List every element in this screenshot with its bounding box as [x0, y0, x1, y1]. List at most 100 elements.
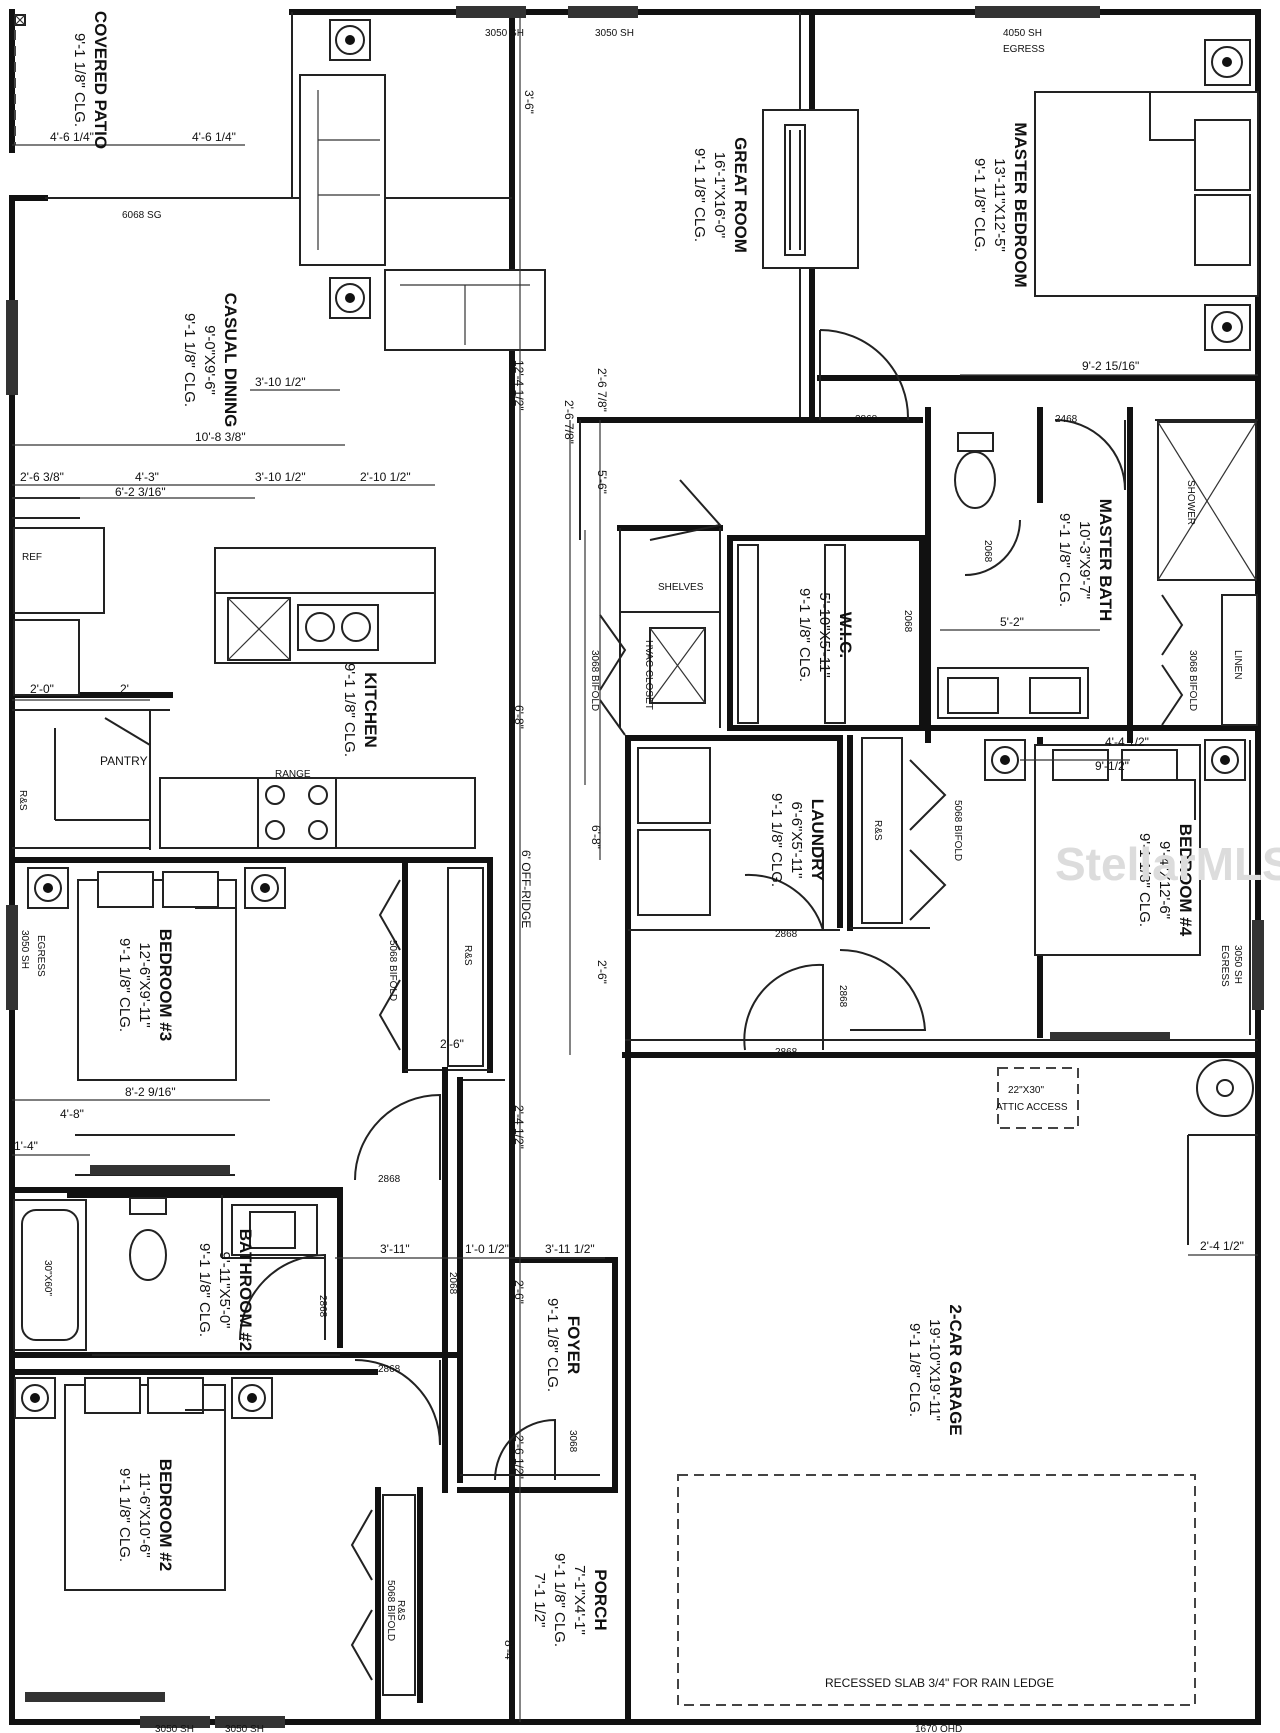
range-label: RANGE [275, 769, 311, 780]
door-great-label: 2868 [855, 414, 878, 425]
bed-bedroom2 [64, 1384, 226, 1591]
linen-shelf [1221, 594, 1258, 726]
ceiling-fan-icon [984, 739, 1026, 781]
ceiling-fan-icon [244, 867, 286, 909]
sliding-door-label: 6068 SG [122, 210, 162, 221]
attic-label: ATTIC ACCESS [996, 1102, 1068, 1113]
master-egress: EGRESS [1003, 44, 1045, 55]
shelves-label: SHELVES [658, 582, 704, 593]
master-bedroom-name: MASTER BEDROOM [1011, 122, 1030, 287]
windows [6, 6, 1264, 1728]
dim-label: 6'-2 3/16" [115, 485, 166, 499]
closet-shelf [382, 1494, 416, 1696]
bedroom3-name: BEDROOM #3 [156, 929, 175, 1041]
wic-size: 5'-10"X5'-11" [816, 592, 833, 677]
bedroom4-clg: 9'-1 1/8" CLG. [1136, 833, 1153, 927]
dim-label: 3'-11 1/2" [545, 1242, 595, 1256]
kitchen-clg: 9'-1 1/8" CLG. [341, 663, 358, 757]
ceiling-fan-icon [329, 19, 371, 61]
door-bd3-label: 2868 [378, 1174, 401, 1185]
hvac-label: HVAC CLOSET [643, 640, 654, 710]
pillow [1052, 749, 1109, 781]
dim-label: 4'-6 1/4" [192, 130, 236, 144]
dim-label: 3'-11" [380, 1242, 410, 1256]
dim-label: 6'-8" [512, 705, 526, 729]
sofa-left [299, 74, 386, 266]
rs-label-pantry: R&S [17, 790, 28, 811]
master-bedroom-size: 13'-11"X12'-5" [991, 158, 1008, 252]
dim-label: 2'-4 1/2" [512, 1105, 526, 1149]
ref-label: REF [22, 552, 42, 563]
burner [265, 820, 285, 840]
porch-name: PORCH [591, 1569, 610, 1630]
dryer [637, 829, 711, 916]
laundry-clg: 9'-1 1/8" CLG. [768, 793, 785, 887]
pillow [84, 1377, 141, 1414]
small-labels: PANTRY REF SHELVES LINEN HVAC CLOSET SHO… [17, 44, 1280, 1690]
pillow [1194, 119, 1251, 191]
garage-door-label: 1670 OHD [915, 1724, 962, 1733]
window-top-1 [456, 6, 526, 18]
dim-label: 2'-6" [440, 1037, 464, 1051]
dim-label: 10'-8 3/8" [195, 430, 246, 444]
rs-label-bd3: R&S [462, 945, 473, 966]
pillow [97, 871, 154, 908]
dim-label: 1'-0 1/2" [465, 1242, 509, 1256]
sink-bowl [305, 612, 335, 642]
wic-shelf [824, 544, 846, 724]
dim-label: 1'-4" [14, 1139, 38, 1153]
dimension-text: 4'-6 1/4" 4'-6 1/4" 3'-10 1/2" 10'-8 3/8… [14, 90, 1244, 1664]
bathroom2-clg: 9'-1 1/8" CLG. [196, 1243, 213, 1337]
fireplace [784, 124, 806, 256]
ceiling-fan-icon [231, 1377, 273, 1419]
watermark: StellarMLS [1055, 838, 1280, 890]
master-bath-clg: 9'-1 1/8" CLG. [1056, 513, 1073, 607]
toilet [129, 1229, 167, 1281]
dining-clg: 9'-1 1/8" CLG. [181, 313, 198, 407]
dim-label: 4'-6 1/4" [50, 130, 94, 144]
door-hall-label: 2868 [837, 985, 848, 1008]
ceiling-fans [14, 19, 1251, 1419]
laundry-size: 6'-6"X5'-11" [788, 802, 805, 879]
door-pocket-label: 2068 [447, 1272, 458, 1295]
burner [308, 785, 328, 805]
garage-name: 2-CAR GARAGE [946, 1304, 965, 1435]
dim-label: 2'-6" [595, 960, 609, 984]
dim-label: 3'-6" [522, 90, 536, 114]
dim-label: 4'-4 1/2" [1105, 735, 1149, 749]
window-master [975, 6, 1100, 18]
dim-label: 3'-10 1/2" [255, 470, 306, 484]
threshold [1050, 1032, 1170, 1040]
pillow [162, 871, 219, 908]
sink [947, 677, 999, 714]
shower-label: SHOWER [1185, 480, 1196, 525]
bathtub-basin [21, 1209, 79, 1341]
dining-name: CASUAL DINING [221, 293, 240, 428]
window-bottom-1 [140, 1716, 210, 1728]
bedroom3-clg: 9'-1 1/8" CLG. [116, 938, 133, 1032]
great-room-size: 16'-1"X16'-0" [711, 152, 728, 238]
door-wc-label: 2068 [982, 540, 993, 563]
bed-bedroom3 [77, 879, 237, 1081]
window-bedroom3 [6, 905, 18, 1010]
burner [265, 785, 285, 805]
master-bath-name: MASTER BATH [1096, 499, 1115, 621]
dim-label: 2'-6" [512, 1280, 526, 1304]
ceiling-fan-icon [329, 277, 371, 319]
window-bot1-label: 3050 SH [155, 1724, 194, 1733]
ceiling-fan-icon [1204, 739, 1246, 781]
dim-label: 2' [120, 682, 129, 696]
garage-clg: 9'-1 1/8" CLG. [906, 1323, 923, 1417]
dashed-elements [14, 14, 1196, 1706]
dim-label: 3'-10 1/2" [255, 375, 306, 389]
rain-ledge [677, 1474, 1196, 1706]
rs-label-bd4: R&S [872, 820, 883, 841]
wic-name: W.I.C. [836, 612, 855, 658]
dining-size: 9'-0"X9'-6" [201, 325, 218, 395]
patio-clg: 9'-1 1/8" CLG. [71, 33, 88, 127]
room-labels: COVERED PATIO 9'-1 1/8" CLG. GREAT ROOM … [71, 11, 1195, 1647]
ceiling-fan-icon [27, 867, 69, 909]
island-top [214, 547, 436, 594]
bd4-egress: EGRESS [1219, 945, 1230, 987]
